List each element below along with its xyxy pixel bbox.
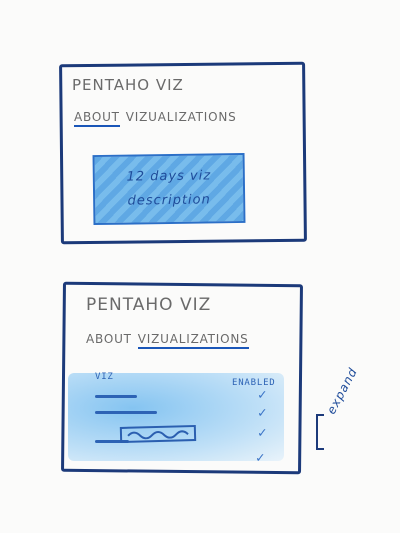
enabled-checkmark-icon[interactable]: ✓ [258,387,267,403]
tab-visualizations[interactable]: VIZUALIZATIONS [137,332,249,349]
tab-about[interactable]: ABOUT [74,110,120,127]
viz-table-panel [68,373,284,461]
enabled-checkmark-icon[interactable]: ✓ [258,405,267,421]
bottom-nav: ABOUT VIZUALIZATIONS [86,332,249,349]
tab-visualizations[interactable]: VIZUALIZATIONS [125,110,237,124]
app-title: PENTAHO VIZ [72,76,184,94]
enabled-checkmark-icon[interactable]: ✓ [256,450,265,466]
viz-preview-thumbnail [119,425,197,443]
table-row-viz-name [95,411,157,414]
table-row-viz-name [95,440,129,443]
top-nav: ABOUT VIZUALIZATIONS [74,110,237,127]
wave-icon [127,430,189,440]
expand-label: expand [324,365,361,417]
column-header-enabled: ENABLED [232,378,276,388]
tab-about[interactable]: ABOUT [86,332,132,346]
expand-control[interactable]: expand [314,365,374,460]
table-row-viz-name [95,395,137,398]
column-header-viz: VIZ [95,372,114,382]
app-title: PENTAHO VIZ [86,295,212,315]
enabled-checkmark-icon[interactable]: ✓ [258,425,267,441]
viz-description-box: 12 days viz description [92,152,246,226]
expand-bracket-icon [316,414,324,450]
viz-description-text: 12 days viz description [126,168,212,209]
